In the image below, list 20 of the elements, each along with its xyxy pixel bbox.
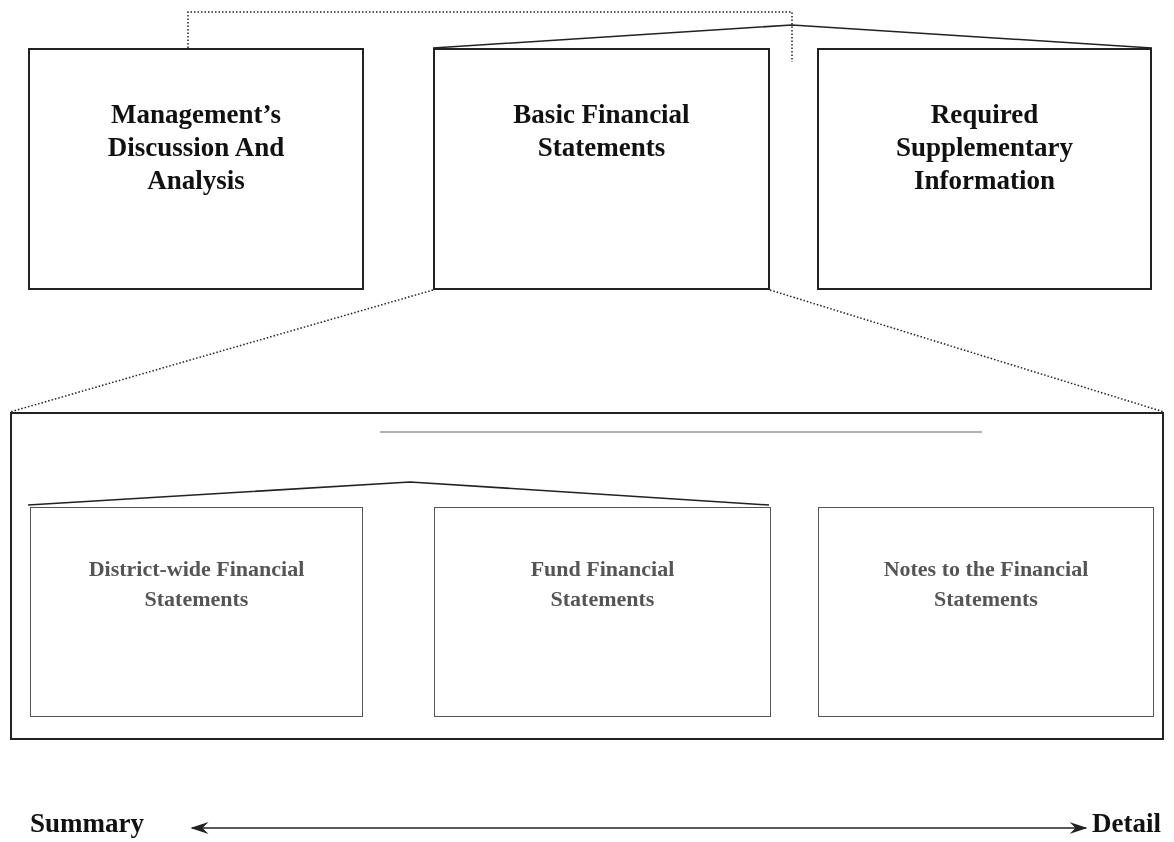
section-box: [817, 48, 1152, 290]
box-title: Fund Financial Statements: [529, 555, 676, 613]
section-box: [434, 507, 771, 717]
box-title: Management’s Discussion And Analysis: [106, 98, 286, 197]
section-box: [30, 507, 363, 717]
box-title: Basic Financial Statements: [512, 98, 691, 164]
section-box: [433, 48, 770, 290]
connector-line: [27, 481, 770, 506]
scale-label: Summary: [30, 808, 144, 839]
connector-line: [432, 24, 1153, 49]
box-title: Required Supplementary Information: [894, 98, 1074, 197]
scale-label: Detail: [1092, 808, 1161, 839]
section-box: [818, 507, 1154, 717]
connector-line: [187, 11, 793, 63]
group-box: [10, 412, 1164, 740]
connector-line: [9, 289, 434, 413]
section-box: [28, 48, 364, 290]
box-title: Notes to the Financial Statements: [882, 555, 1090, 613]
box-title: District-wide Financial Statements: [87, 555, 306, 613]
connector-line: [769, 289, 1165, 413]
